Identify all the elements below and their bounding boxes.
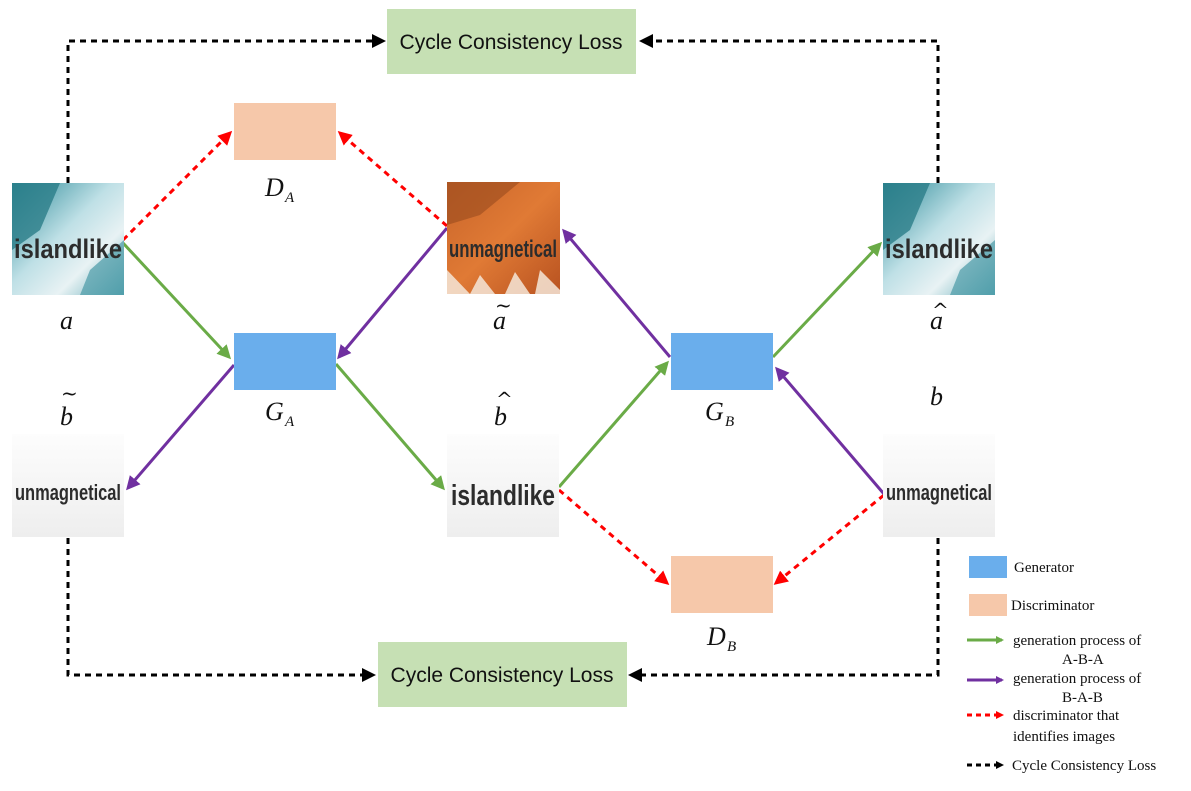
legend-black-label: Cycle Consistency Loss bbox=[1012, 758, 1156, 774]
label-a-tilde-letter: a bbox=[493, 306, 506, 335]
image-a: islandlike bbox=[12, 183, 124, 295]
arrow-gb-to-ahat bbox=[771, 241, 883, 359]
image-a-hat: islandlike bbox=[883, 183, 995, 295]
label-b-hat-accent: ^ bbox=[496, 387, 513, 411]
image-b: unmagnetical bbox=[883, 434, 995, 537]
legend-red-line1: discriminator that bbox=[1013, 708, 1120, 724]
label-a: a bbox=[60, 306, 73, 335]
image-b-tilde: unmagnetical bbox=[12, 434, 124, 537]
arrow-bhat-to-gb bbox=[557, 360, 669, 488]
discriminator-arrows bbox=[121, 130, 885, 585]
label-g-a-sub: A bbox=[284, 414, 295, 430]
arrow-b-to-gb bbox=[775, 366, 886, 495]
image-b-word: unmagnetical bbox=[886, 480, 992, 505]
arrow-bhat-to-db bbox=[558, 488, 670, 585]
arrow-ga-to-bhat bbox=[334, 363, 445, 491]
label-b-hat-letter: b bbox=[494, 402, 507, 431]
label-g-a-letter: G bbox=[265, 397, 284, 426]
label-g-b-sub: B bbox=[725, 414, 734, 430]
image-b-tilde-word: unmagnetical bbox=[15, 480, 121, 505]
image-a-tilde: unmagnetical bbox=[447, 182, 560, 294]
label-a-letter: a bbox=[60, 306, 73, 335]
loss-box-top: Cycle Consistency Loss bbox=[387, 9, 636, 74]
loss-box-top-label: Cycle Consistency Loss bbox=[400, 31, 623, 54]
label-a-hat-letter: a bbox=[930, 306, 943, 335]
image-a-hat-word: islandlike bbox=[885, 234, 993, 264]
discriminator-a-box bbox=[234, 103, 336, 160]
image-b-hat: islandlike bbox=[447, 434, 559, 537]
image-b-hat-word: islandlike bbox=[451, 480, 555, 512]
label-b-letter: b bbox=[930, 382, 943, 411]
arrow-atilde-to-ga bbox=[337, 227, 449, 360]
label-b-tilde-letter: b bbox=[60, 402, 73, 431]
label-a-tilde: a ~ bbox=[493, 293, 512, 335]
label-b-hat: b ^ bbox=[494, 387, 513, 431]
legend-discriminator-label: Discriminator bbox=[1011, 598, 1094, 614]
loss-box-bottom-label: Cycle Consistency Loss bbox=[391, 664, 614, 687]
label-a-hat-accent: ^ bbox=[932, 298, 949, 322]
arrow-gb-to-atilde bbox=[562, 228, 672, 358]
legend: Generator Discriminator generation proce… bbox=[967, 556, 1156, 774]
legend-red-line2: identifies images bbox=[1013, 729, 1115, 745]
arrow-ga-to-btilde bbox=[126, 364, 236, 491]
image-a-tilde-word: unmagnetical bbox=[449, 236, 557, 263]
label-d-b: D B bbox=[706, 622, 736, 655]
cycle-path-top-left bbox=[66, 34, 386, 183]
label-g-b-letter: G bbox=[705, 397, 724, 426]
arrow-b-to-db bbox=[773, 493, 885, 585]
cycle-path-bottom-right bbox=[628, 538, 940, 682]
legend-generator-label: Generator bbox=[1014, 560, 1074, 576]
legend-purple-line1: generation process of bbox=[1013, 671, 1141, 687]
green-arrows bbox=[121, 241, 883, 491]
label-b: b bbox=[930, 382, 943, 411]
label-a-tilde-accent: ~ bbox=[495, 293, 512, 317]
discriminator-b-box bbox=[671, 556, 773, 613]
arrow-a-to-ga bbox=[121, 241, 232, 360]
label-d-b-letter: D bbox=[706, 622, 726, 651]
label-d-a-letter: D bbox=[264, 173, 284, 202]
generator-a-box bbox=[234, 333, 336, 390]
label-d-a-sub: A bbox=[284, 190, 295, 206]
legend-discriminator-swatch bbox=[969, 594, 1007, 616]
arrow-atilde-to-da bbox=[337, 131, 448, 228]
label-a-hat: a ^ bbox=[930, 298, 949, 335]
label-d-a: D A bbox=[264, 173, 295, 206]
label-g-a: G A bbox=[265, 397, 295, 430]
image-a-word: islandlike bbox=[14, 234, 122, 264]
label-b-tilde: b ~ bbox=[60, 381, 78, 431]
purple-arrows bbox=[126, 227, 886, 495]
loss-box-bottom: Cycle Consistency Loss bbox=[378, 642, 627, 707]
label-d-b-sub: B bbox=[727, 639, 736, 655]
legend-purple-line2: B-A-B bbox=[1062, 690, 1103, 706]
legend-green-line2: A-B-A bbox=[1062, 652, 1104, 668]
generator-b-box bbox=[671, 333, 773, 390]
legend-green-line1: generation process of bbox=[1013, 633, 1141, 649]
cycle-path-bottom-left bbox=[66, 538, 376, 682]
cycle-loss-paths bbox=[66, 34, 940, 682]
cycle-path-top-right bbox=[639, 34, 940, 183]
label-g-b: G B bbox=[705, 397, 734, 430]
arrow-a-to-da bbox=[121, 130, 233, 242]
legend-generator-swatch bbox=[969, 556, 1007, 578]
label-b-tilde-accent: ~ bbox=[61, 381, 78, 405]
